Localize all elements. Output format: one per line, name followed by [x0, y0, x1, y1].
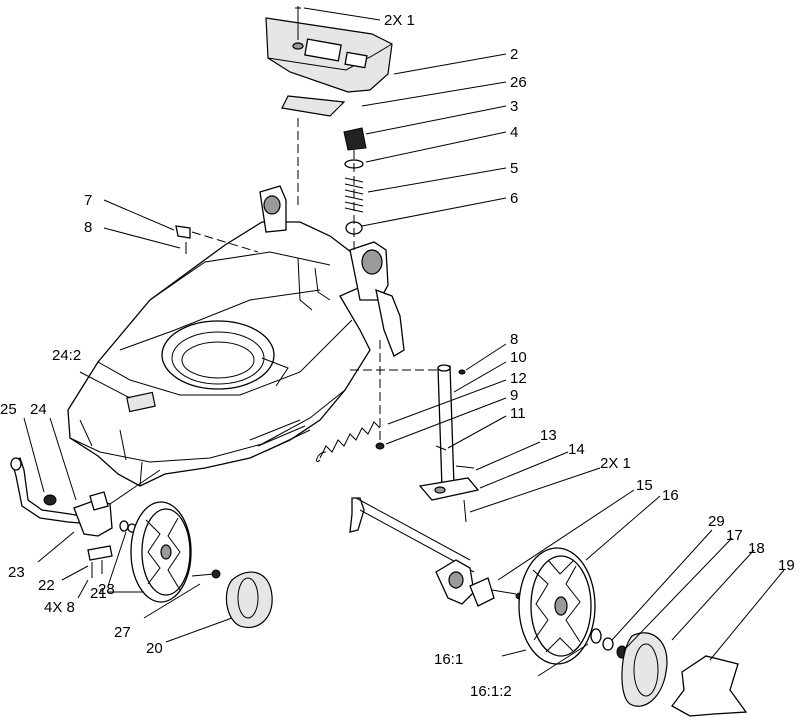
callout-9: 9 — [510, 387, 518, 404]
leader-lines — [23, 7, 785, 677]
clip-part-22 — [87, 545, 113, 578]
callout-12: 12 — [510, 370, 527, 387]
hub-washers-parts-17-29 — [590, 628, 628, 659]
callout-17: 17 — [726, 527, 743, 544]
callout-24: 24 — [30, 401, 47, 418]
callout-8-left: 8 — [84, 219, 92, 236]
callout-21: 21 — [90, 585, 107, 602]
callout-20: 20 — [146, 640, 163, 657]
callout-10: 10 — [510, 349, 527, 366]
callout-18: 18 — [748, 540, 765, 557]
callout-22: 22 — [38, 577, 55, 594]
axle-bolt-part-27 — [191, 569, 221, 579]
callout-14: 14 — [568, 441, 585, 458]
callout-16-1-2: 16:1:2 — [470, 683, 512, 700]
callout-2x1-top: 2X 1 — [384, 12, 415, 29]
callout-5: 5 — [510, 160, 518, 177]
rear-pivot-brackets — [259, 185, 405, 357]
small-bracket-part-7 — [175, 225, 259, 254]
front-axle-rod — [349, 497, 525, 607]
callout-23: 23 — [8, 564, 25, 581]
callout-8-right: 8 — [510, 331, 518, 348]
callout-19: 19 — [778, 557, 795, 574]
decal-part-26 — [281, 95, 346, 117]
hub-cover-part-19 — [671, 655, 748, 717]
callout-4: 4 — [510, 124, 518, 141]
height-adjuster-assembly — [350, 364, 480, 523]
front-wheel-part-16 — [518, 547, 596, 665]
callout-11: 11 — [510, 405, 526, 422]
callout-2x1-mid: 2X 1 — [600, 455, 631, 472]
callout-16-1: 16:1 — [434, 651, 463, 668]
callout-13: 13 — [540, 427, 557, 444]
callout-25: 25 — [0, 401, 17, 418]
callout-26: 26 — [510, 74, 527, 91]
callout-3: 3 — [510, 98, 518, 115]
front-wheel-part-21 — [130, 501, 192, 603]
hub-cap-part-18 — [621, 632, 668, 707]
callout-29: 29 — [708, 513, 725, 530]
deck-decal-24-2 — [126, 391, 156, 413]
callout-24-2: 24:2 — [52, 347, 81, 364]
callout-15: 15 — [636, 477, 653, 494]
hub-cap-part-20 — [225, 571, 273, 629]
callout-28: 28 — [98, 581, 115, 598]
mower-deck-housing — [67, 221, 373, 487]
callout-27: 27 — [114, 624, 131, 641]
callout-6: 6 — [510, 190, 518, 207]
callout-7: 7 — [84, 192, 92, 209]
top-cover-part-2 — [265, 6, 393, 93]
callout-4x8: 4X 8 — [44, 599, 75, 616]
rear-handle-bracket-parts-24-25 — [10, 457, 161, 537]
callout-2: 2 — [510, 46, 518, 63]
callout-16: 16 — [662, 487, 679, 504]
extension-spring-part-12 — [316, 340, 385, 462]
spring-stack-parts-3-6 — [343, 127, 367, 250]
